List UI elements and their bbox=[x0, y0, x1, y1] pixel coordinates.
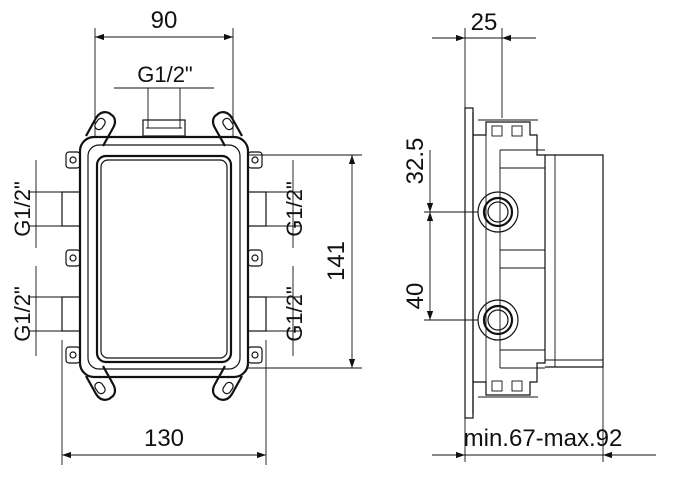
mounting-ears bbox=[85, 111, 243, 401]
side-body bbox=[473, 119, 546, 398]
top-outlet bbox=[142, 119, 186, 137]
thread-top-label: G1/2" bbox=[137, 62, 193, 87]
side-plate bbox=[464, 107, 474, 419]
thread-right-upper-label: G1/2" bbox=[282, 181, 307, 237]
dimension-offsets: 32.5 40 bbox=[402, 138, 478, 321]
thread-left: G1/2" G1/2" bbox=[10, 160, 62, 356]
side-cover bbox=[545, 154, 604, 368]
dimension-offset-upper-label: 32.5 bbox=[402, 138, 429, 185]
thread-right-lower-label: G1/2" bbox=[282, 286, 307, 342]
thread-left-lower-label: G1/2" bbox=[10, 286, 35, 342]
thread-left-upper-label: G1/2" bbox=[10, 181, 35, 237]
dimension-height-right: 141 bbox=[248, 154, 362, 369]
dimension-width-top: 90 bbox=[94, 7, 234, 138]
front-view: 90 G1/2" bbox=[10, 7, 362, 465]
dimension-height-right-label: 141 bbox=[323, 241, 350, 281]
side-ports bbox=[61, 191, 267, 332]
dimension-width-bottom: 130 bbox=[61, 340, 267, 465]
dimension-depth-bottom-label: min.67-max.92 bbox=[464, 425, 623, 452]
thread-right: G1/2" G1/2" bbox=[266, 160, 307, 356]
dimension-width-top-label: 90 bbox=[151, 7, 178, 34]
dimension-spacing-label: 40 bbox=[402, 283, 429, 310]
side-lugs bbox=[65, 151, 263, 364]
dimension-depth-top: 25 bbox=[432, 9, 536, 118]
front-body bbox=[78, 135, 250, 379]
side-ports-round bbox=[477, 191, 519, 341]
dimension-depth-bottom: min.67-max.92 bbox=[432, 367, 656, 462]
dimension-depth-top-label: 25 bbox=[471, 9, 498, 36]
thread-top: G1/2" bbox=[114, 62, 214, 128]
side-view: 25 bbox=[402, 9, 656, 462]
dimension-width-bottom-label: 130 bbox=[144, 425, 184, 452]
